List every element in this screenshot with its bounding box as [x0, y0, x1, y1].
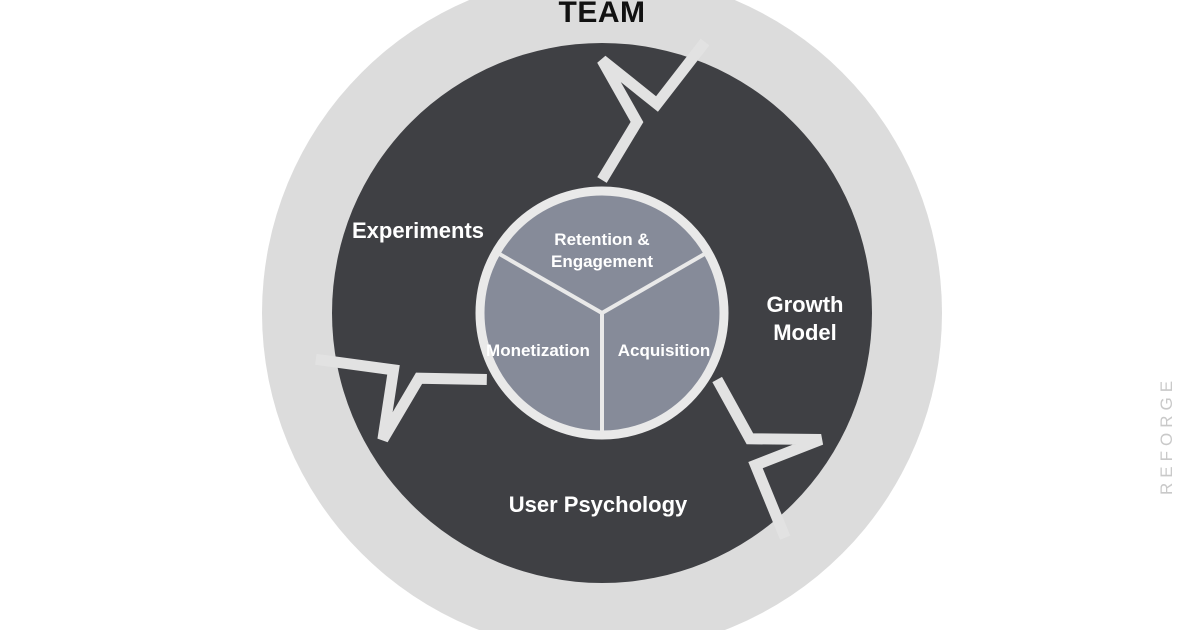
ring-label-experiments: Experiments: [352, 218, 484, 243]
segment-label-acquisition: Acquisition: [618, 341, 711, 360]
inner-divider-upper-right: [601, 250, 709, 315]
segment-label-retention-engagement-line2: Engagement: [551, 252, 653, 271]
inner-divider-upper-left: [495, 250, 603, 315]
ring-label-user-psychology: User Psychology: [509, 492, 688, 517]
ring-dividers: [315, 38, 824, 540]
divider-chevron-top: [597, 38, 710, 183]
segment-label-retention-engagement-line1: Retention &: [554, 230, 649, 249]
segment-label-retention-engagement: Retention & Engagement: [551, 230, 653, 271]
inner-circle-dividers: [495, 250, 709, 435]
reforge-watermark: REFORGE: [1157, 376, 1176, 495]
ring-label-growth-model: Growth Model: [767, 292, 844, 345]
ring-label-growth-model-line1: Growth: [767, 292, 844, 317]
page-title: TEAM: [559, 0, 646, 29]
segment-label-monetization: Monetization: [486, 341, 590, 360]
divider-chevron-lower-right: [315, 353, 487, 443]
divider-chevron-lower-left: [712, 376, 824, 540]
ring-label-growth-model-line2: Model: [773, 320, 837, 345]
